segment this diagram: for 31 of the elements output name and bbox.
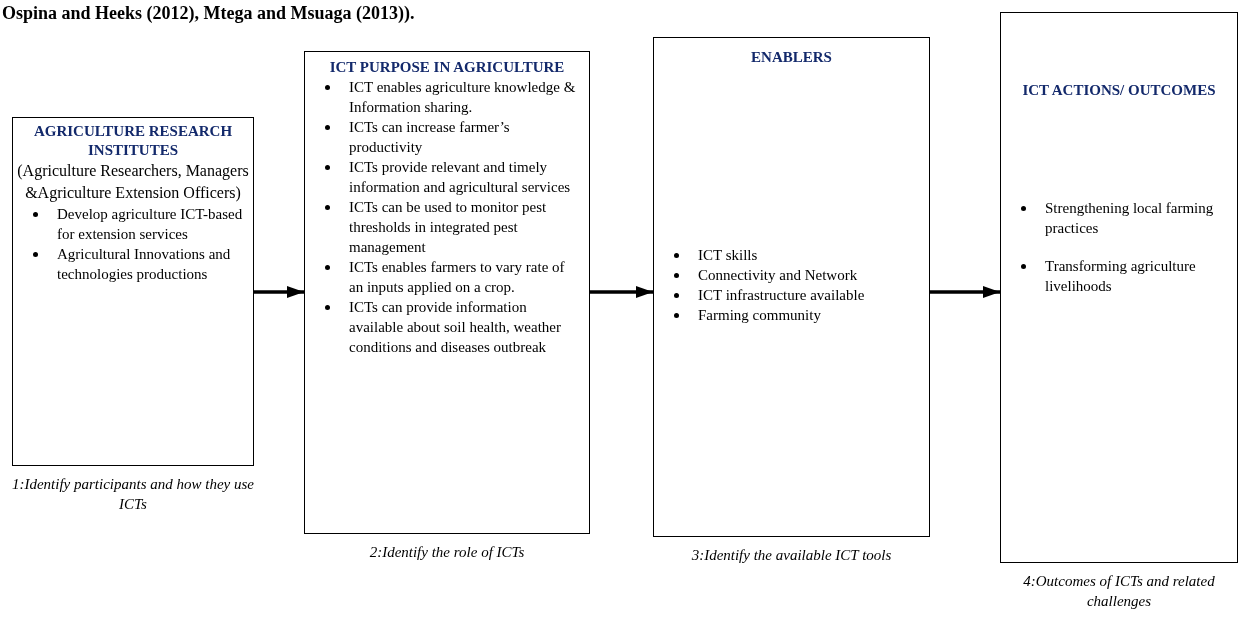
- bullet-text: ICT infrastructure available: [698, 286, 865, 305]
- citation-text: Ospina and Heeks (2012), Mtega and Msuaga (2013)).: [2, 2, 415, 24]
- process-box: [12, 117, 254, 466]
- process-box: [304, 51, 590, 534]
- bullet-text: Farming community: [698, 306, 821, 325]
- step-caption: 1:Identify participants and how they use ICTs: [10, 475, 255, 514]
- bullet-text: ICTs can provide information available about soil health, weather conditions and diseases outbreak: [349, 298, 562, 357]
- bullet-text: ICT skills: [698, 246, 758, 265]
- bullet-text: ICTs can increase farmer’s productivity: [349, 118, 511, 157]
- bullet-text: ICTs enables farmers to vary rate of an inputs applied on a crop.: [349, 258, 566, 297]
- box-heading: ICT ACTIONS/ OUTCOMES: [1021, 81, 1217, 100]
- arrow: [930, 285, 1000, 299]
- arrow: [590, 285, 653, 299]
- box-heading: AGRICULTURE RESEARCH INSTITUTES: [32, 122, 234, 160]
- box-heading: ICT PURPOSE IN AGRICULTURE: [328, 58, 566, 77]
- arrow: [254, 285, 304, 299]
- bullet-text: Develop agriculture ICT-based for extension services: [57, 205, 244, 244]
- bullet-text: Transforming agriculture livelihoods: [1045, 257, 1197, 296]
- box-description: (Agriculture Researchers, Managers &Agriculture Extension Officers): [16, 161, 250, 204]
- bullet-text: Connectivity and Network: [698, 266, 858, 285]
- bullet-text: Agricultural Innovations and technologies productions: [57, 245, 232, 284]
- bullet-text: ICTs provide relevant and timely information and agricultural services: [349, 158, 572, 197]
- bullet-text: Strengthening local farming practices: [1045, 199, 1215, 238]
- process-box: [1000, 12, 1238, 563]
- bullet-text: ICT enables agriculture knowledge & Information sharing.: [349, 78, 577, 117]
- step-caption: 3:Identify the available ICT tools: [690, 546, 893, 565]
- box-heading: ENABLERS: [750, 48, 833, 67]
- bullet-text: ICTs can be used to monitor pest thresholds in integrated pest management: [349, 198, 548, 257]
- step-caption: 2:Identify the role of ICTs: [368, 543, 526, 562]
- step-caption: 4:Outcomes of ICTs and related challenges: [1022, 572, 1216, 611]
- process-box: [653, 37, 930, 537]
